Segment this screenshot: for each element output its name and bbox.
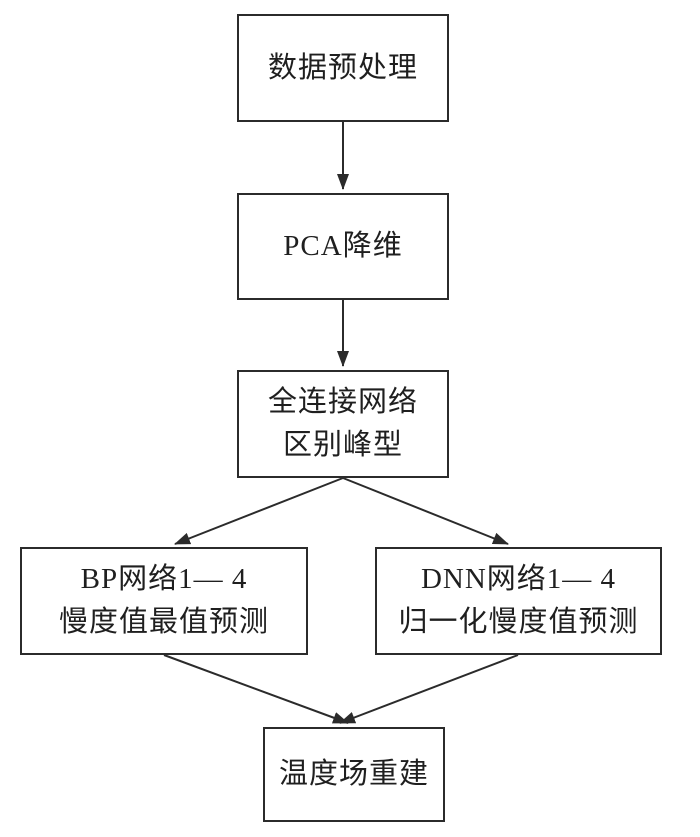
node-bp-networks: BP网络1— 4 慢度值最值预测 <box>20 547 308 655</box>
node-pca-dimension-reduction: PCA降维 <box>237 193 449 300</box>
node-label: 温度场重建 <box>278 758 429 791</box>
arrow-fc-to-bp <box>174 477 344 545</box>
node-label: 数据预处理 <box>267 51 418 84</box>
node-label-line2: 归一化慢度值预测 <box>398 606 639 638</box>
node-dnn-networks: DNN网络1— 4 归一化慢度值预测 <box>375 547 662 655</box>
node-label-line1: 全连接网络 <box>267 386 418 419</box>
node-temperature-field-reconstruction: 温度场重建 <box>263 727 445 822</box>
node-label-line1: BP网络1— 4 <box>80 563 248 596</box>
node-label-line2: 区别峰型 <box>282 429 403 461</box>
arrow-dnn-to-rebuild <box>339 654 519 724</box>
node-label-line2: 慢度值最值预测 <box>58 606 269 638</box>
node-label: PCA降维 <box>283 230 403 263</box>
node-fully-connected-network: 全连接网络 区别峰型 <box>237 370 449 478</box>
node-label-line1: DNN网络1— 4 <box>420 563 617 596</box>
arrow-bp-to-rebuild <box>163 654 349 724</box>
arrow-fc-to-dnn <box>342 477 509 545</box>
node-data-preprocessing: 数据预处理 <box>237 14 449 122</box>
